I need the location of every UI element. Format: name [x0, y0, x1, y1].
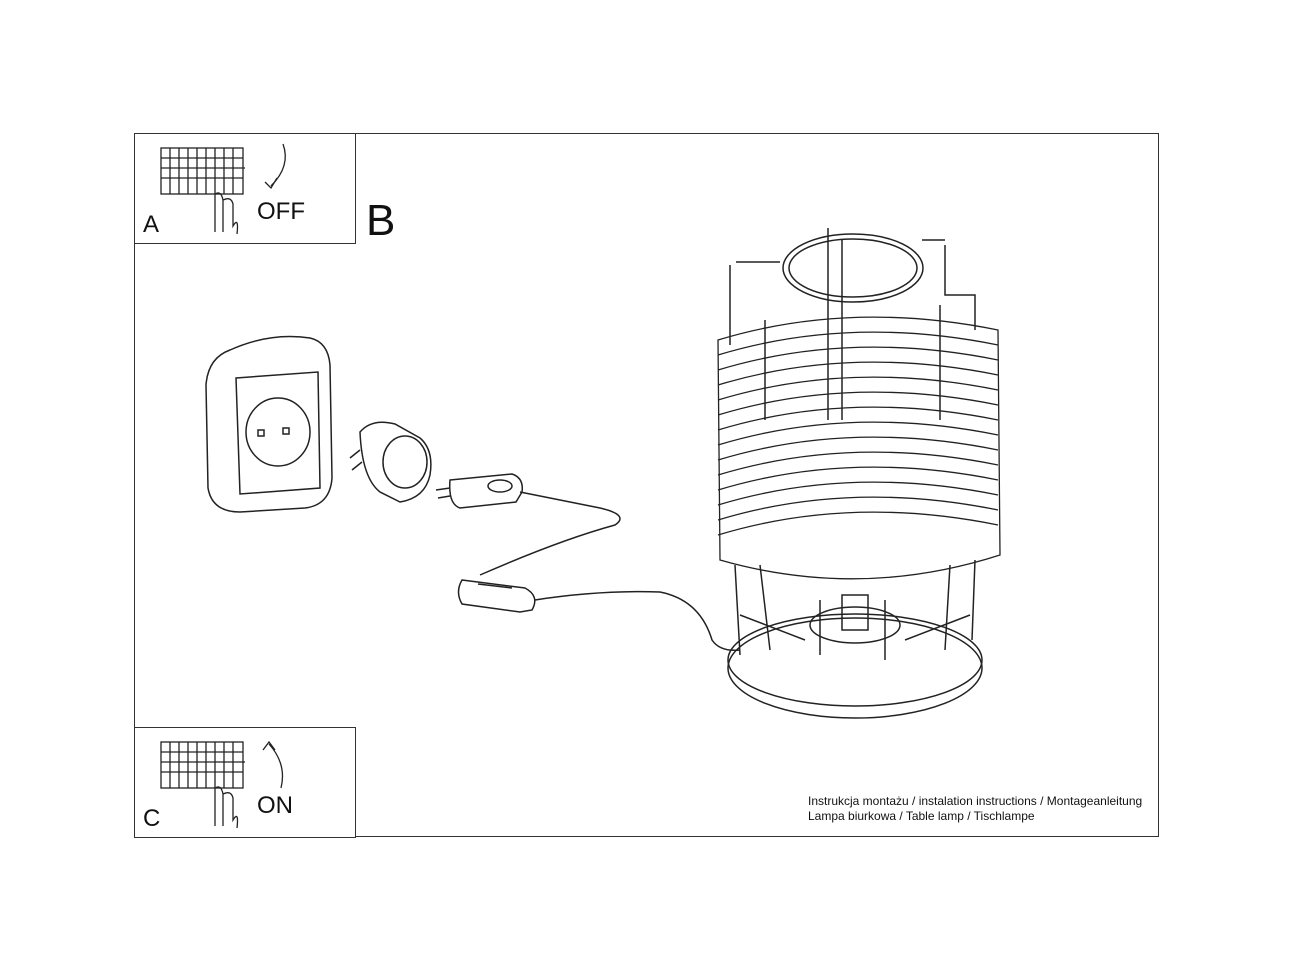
- wall-socket-icon: [205, 335, 333, 513]
- step-a-panel: OFF A: [134, 133, 356, 244]
- on-label: ON: [257, 792, 293, 819]
- instruction-frame: [134, 133, 1159, 837]
- caption-line-2: Lampa biurkowa / Table lamp / Tischlampe: [808, 809, 1035, 823]
- table-lamp-icon: [717, 228, 1001, 719]
- breaker-off-icon: [160, 143, 286, 235]
- caption: Instrukcja montażu / instalation instruc…: [808, 794, 1142, 824]
- step-b-label: B: [366, 196, 396, 245]
- lamp-plug-icon: [435, 473, 524, 509]
- power-cable: [479, 491, 741, 652]
- breaker-on-icon: [160, 740, 284, 829]
- caption-line-1: Instrukcja montażu / instalation instruc…: [808, 794, 1143, 808]
- inline-switch-icon: [457, 579, 536, 613]
- step-a-label: A: [143, 211, 160, 238]
- step-c-label: C: [143, 805, 161, 832]
- off-label: OFF: [257, 198, 305, 225]
- rattan-shade: [717, 316, 1001, 580]
- step-c-panel: ON C: [134, 727, 356, 838]
- plug-adapter-icon: [349, 421, 432, 503]
